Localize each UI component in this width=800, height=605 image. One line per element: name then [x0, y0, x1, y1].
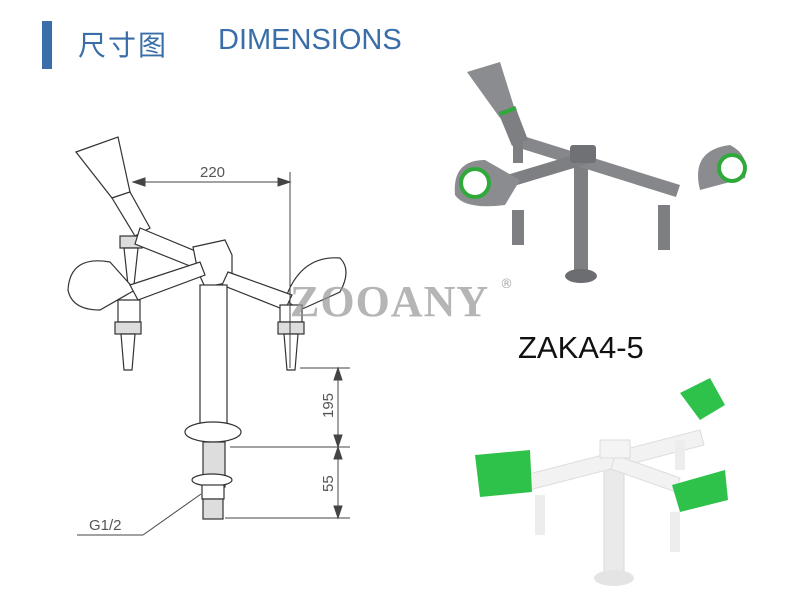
dimension-height-lower: 55 — [320, 475, 337, 492]
title-english: DIMENSIONS — [218, 24, 402, 56]
thread-label: G1/2 — [89, 517, 122, 534]
product-image-grey — [454, 62, 747, 283]
dimension-width: 220 — [200, 164, 225, 181]
model-number: ZAKA4-5 — [518, 330, 644, 365]
header-accent-bar — [42, 21, 52, 69]
dimension-height-upper: 195 — [320, 393, 337, 418]
product-image-white — [475, 378, 728, 586]
brand-watermark: ZOOANY — [290, 277, 490, 326]
registered-mark: ® — [500, 277, 513, 292]
title-chinese: 尺寸图 — [78, 29, 169, 62]
